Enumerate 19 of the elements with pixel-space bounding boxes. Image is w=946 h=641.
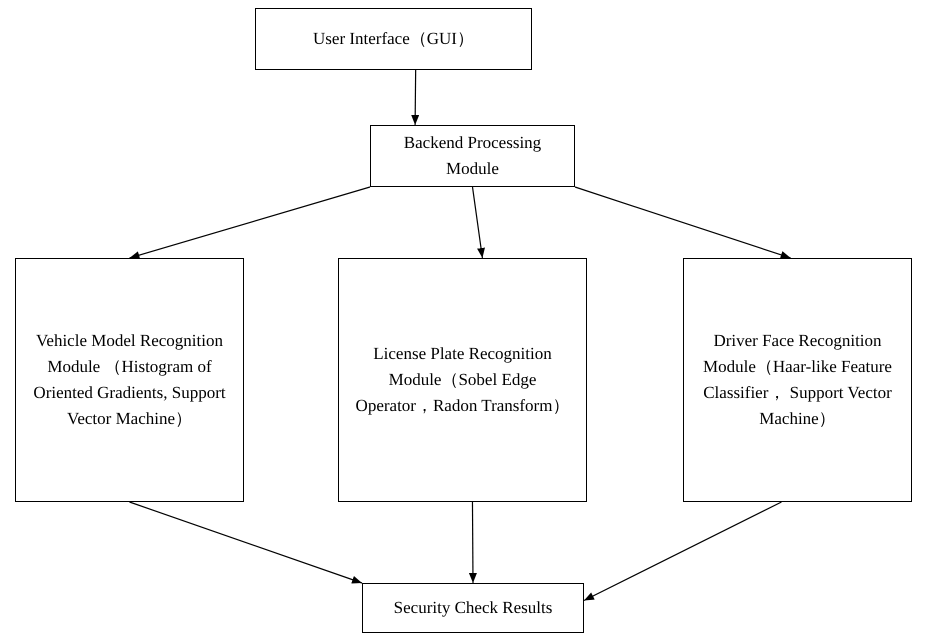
process-box bbox=[683, 258, 912, 502]
process-box bbox=[362, 583, 584, 633]
box-text: Driver Face Recognition Module（Haar-like Feature Classifier， Support Vector Machine） bbox=[702, 330, 893, 430]
arrow bbox=[574, 186, 791, 259]
arrow bbox=[411, 70, 420, 125]
arrow bbox=[468, 502, 477, 583]
arrow bbox=[129, 186, 370, 259]
box-text: User Interface（GUI） bbox=[313, 28, 474, 50]
box-text: License Plate Recognition Module（Sobel Edge Operator，Radon Transform） bbox=[354, 343, 570, 417]
process-box bbox=[370, 125, 575, 187]
arrow bbox=[584, 501, 782, 602]
process-box bbox=[255, 8, 532, 70]
process-box bbox=[15, 258, 244, 502]
box-text: Backend Processing Module bbox=[402, 132, 542, 180]
process-box bbox=[338, 258, 587, 502]
arrow bbox=[472, 186, 485, 258]
arrow bbox=[129, 501, 362, 584]
box-text: Security Check Results bbox=[394, 597, 552, 619]
box-text: Vehicle Model Recognition Module （Histogram of Oriented Gradients, Support Vector Machine） bbox=[32, 330, 227, 430]
